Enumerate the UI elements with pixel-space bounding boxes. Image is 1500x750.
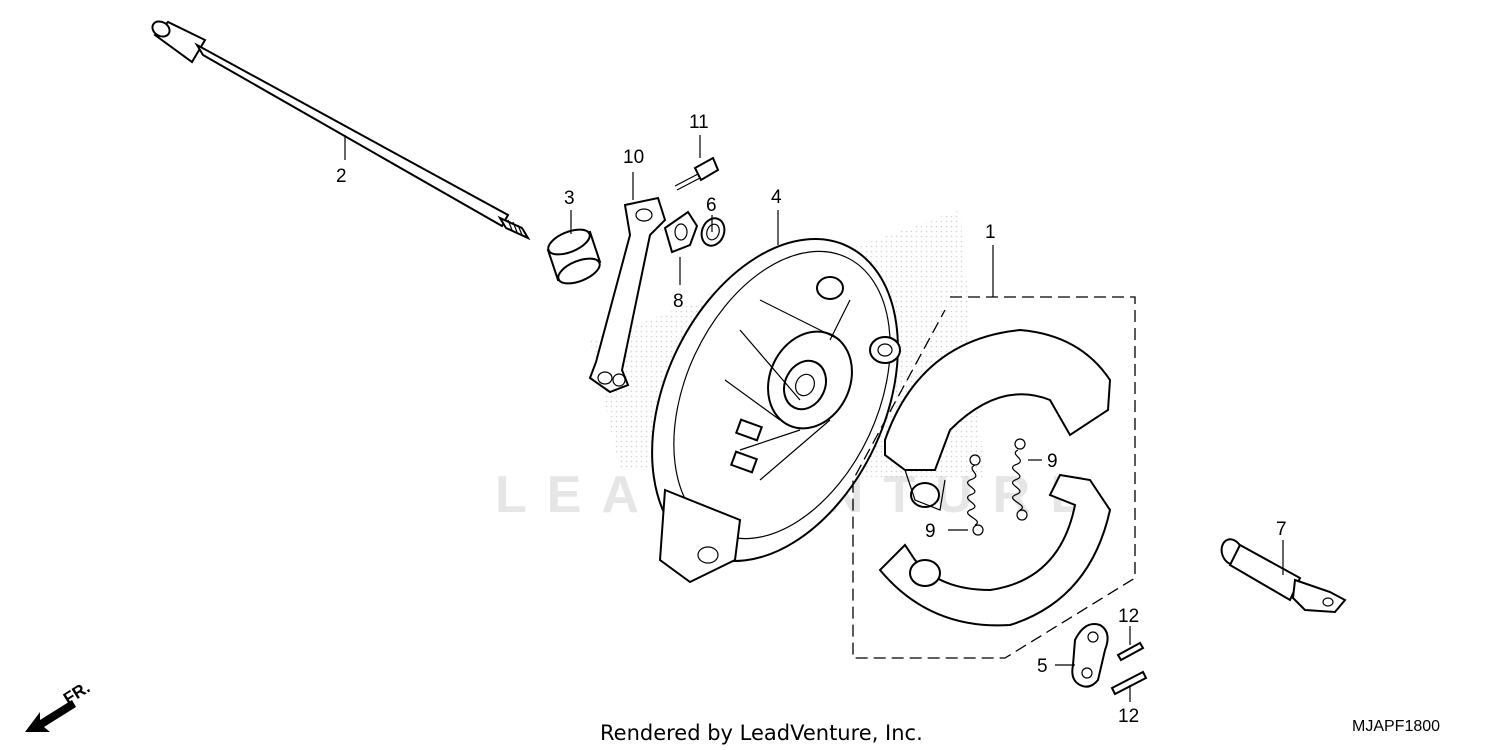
brake-cam-part[interactable] xyxy=(1218,536,1347,614)
callout-7[interactable]: 7 xyxy=(1276,519,1287,540)
rendered-by-text: Rendered by LeadVenture, Inc. xyxy=(600,721,923,745)
callout-10[interactable]: 10 xyxy=(623,147,644,168)
callout-12a[interactable]: 12 xyxy=(1118,606,1139,627)
spring-part-1[interactable] xyxy=(967,454,984,536)
callout-5[interactable]: 5 xyxy=(1037,656,1048,677)
diagram-code: MJAPF1800 xyxy=(1352,718,1440,735)
front-direction-arrow-icon xyxy=(25,700,76,732)
callout-6[interactable]: 6 xyxy=(706,195,717,216)
direction-label: FR. xyxy=(60,678,93,709)
collar-part[interactable] xyxy=(545,224,603,288)
callout-8[interactable]: 8 xyxy=(673,291,684,312)
cotter-pin-lower[interactable] xyxy=(1110,670,1148,696)
cotter-pin-upper[interactable] xyxy=(1116,641,1145,662)
callout-1[interactable]: 1 xyxy=(985,222,996,243)
plate-part[interactable] xyxy=(1071,623,1109,688)
seal-part[interactable] xyxy=(698,215,728,249)
brake-panel-part[interactable] xyxy=(603,199,946,600)
bolt-part[interactable] xyxy=(674,156,720,191)
callout-9b[interactable]: 9 xyxy=(925,521,936,542)
brake-shoe-upper[interactable] xyxy=(884,328,1112,511)
callout-12b[interactable]: 12 xyxy=(1118,706,1139,727)
indicator-plate-part[interactable] xyxy=(663,210,699,254)
callout-4[interactable]: 4 xyxy=(771,187,782,208)
brake-arm-part[interactable] xyxy=(588,196,667,394)
brake-shoe-set-bracket xyxy=(852,296,1136,659)
brake-shoe-lower[interactable] xyxy=(878,473,1112,627)
callout-9a[interactable]: 9 xyxy=(1047,451,1058,472)
callout-11[interactable]: 11 xyxy=(689,112,709,133)
axle-part[interactable] xyxy=(150,18,531,241)
callout-3[interactable]: 3 xyxy=(564,188,575,209)
spring-part-2[interactable] xyxy=(1012,438,1028,521)
callout-2[interactable]: 2 xyxy=(336,166,347,187)
